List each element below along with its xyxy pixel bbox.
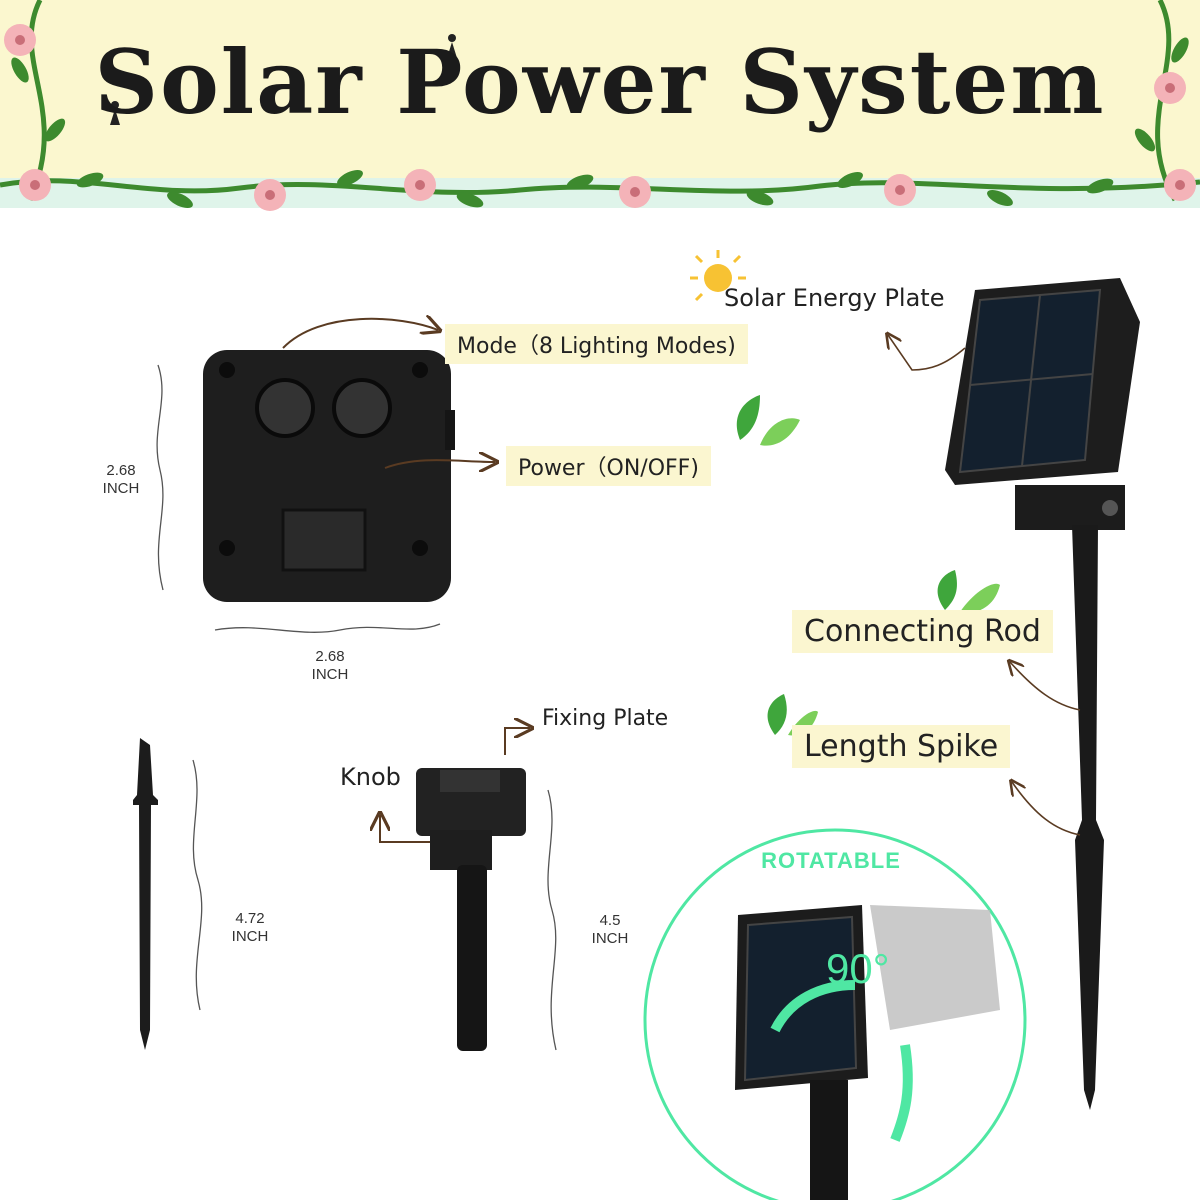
spike-length-dimension: 4.72 INCH xyxy=(225,910,275,946)
solar-plate-label: Solar Energy Plate xyxy=(724,284,945,312)
box-width-unit: INCH xyxy=(311,666,349,683)
rotation-degrees: 90° xyxy=(826,945,890,992)
rotatable-label: ROTATABLE xyxy=(761,848,901,873)
box-width-value: 2.68 xyxy=(315,648,345,665)
fixing-plate-label: Fixing Plate xyxy=(542,706,669,731)
rotation-diagram xyxy=(643,828,1027,1200)
bracket-length-value: 4.5 xyxy=(599,912,621,929)
mode-button xyxy=(255,378,315,438)
fairy-icon xyxy=(110,34,1087,125)
box-height-unit: INCH xyxy=(102,480,140,497)
header-banner xyxy=(0,0,1200,200)
spike-length-value: 4.72 xyxy=(235,910,265,927)
mode-label: Mode（8 Lighting Modes) xyxy=(445,324,748,364)
power-label: Power（ON/OFF) xyxy=(506,446,711,486)
page-title: Solar Power System xyxy=(94,30,1106,134)
connecting-rod-label: Connecting Rod xyxy=(792,610,1053,653)
bracket-rod xyxy=(416,768,526,1051)
battery-box xyxy=(203,350,455,602)
spike-length-unit: INCH xyxy=(231,928,269,945)
vine-decoration xyxy=(0,0,1200,211)
leaf-icon xyxy=(736,395,1000,736)
bracket-length-unit: INCH xyxy=(591,930,629,947)
box-height-dimension: 2.68 INCH xyxy=(96,462,146,498)
box-width-dimension: 2.68 INCH xyxy=(305,648,355,684)
bracket-length-dimension: 4.5 INCH xyxy=(585,912,635,948)
power-button xyxy=(332,378,392,438)
sun-icon xyxy=(690,250,746,302)
solar-stake xyxy=(945,278,1140,1110)
ground-spike xyxy=(133,738,158,1050)
dimension-vines xyxy=(156,364,557,1051)
length-spike-label: Length Spike xyxy=(792,725,1011,768)
flower-icon xyxy=(4,24,1196,211)
box-height-value: 2.68 xyxy=(106,462,136,479)
knob-label: Knob xyxy=(340,763,401,791)
